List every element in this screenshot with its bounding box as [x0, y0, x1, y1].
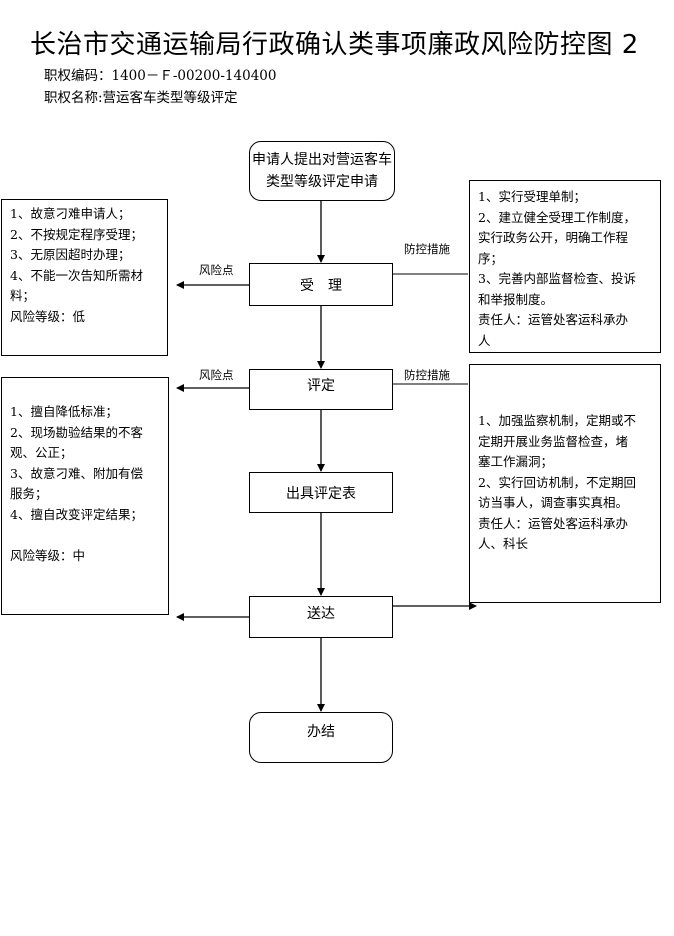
measure1-responsible: 人: [478, 332, 491, 348]
risk-panel-assess: 1、擅自降低标准； 2、现场勘验结果的不客 观、公正； 3、故意刁难、附加有偿 …: [1, 377, 169, 615]
risk2-line: 4、擅自改变评定结果；: [10, 506, 143, 522]
measure2-line: 塞工作漏洞；: [478, 454, 554, 469]
risk2-line: 观、公正；: [10, 445, 73, 460]
node-finish: 办结: [249, 712, 393, 763]
measure1-line: 序；: [478, 250, 504, 266]
node-application-line2: 类型等级评定申请: [266, 174, 378, 190]
node-assess: 评定: [249, 369, 393, 410]
risk-panel-accept: 1、故意刁难申请人； 2、不按规定程序受理； 3、无原因超时办理； 4、不能一次…: [1, 199, 168, 356]
risk2-line: 服务；: [10, 486, 48, 501]
authority-name: 职权名称:营运客车类型等级评定: [44, 90, 238, 106]
risk1-level: 风险等级：低: [10, 308, 86, 324]
node-assess-label: 评定: [307, 378, 335, 394]
node-deliver-label: 送达: [307, 606, 335, 622]
measure1-line: 2、建立健全受理工作制度，: [478, 209, 636, 225]
measure2-line: 定期开展业务监督检查，堵: [478, 433, 629, 449]
page-title: 长治市交通运输局行政确认类事项廉政风险防控图 2: [30, 30, 639, 60]
risk2-line: 2、现场勘验结果的不客: [10, 424, 143, 440]
node-accept-label: 受 理: [300, 277, 342, 294]
node-application: 申请人提出对营运客车 类型等级评定申请: [249, 141, 395, 201]
risk1-line: 1、故意刁难申请人；: [10, 206, 131, 221]
measure2-responsible: 人、科长: [478, 536, 529, 551]
measure1-responsible: 责任人：运管处客运科承办: [478, 312, 629, 327]
node-application-line1: 申请人提出对营运客车: [252, 152, 392, 168]
measure1-line: 实行政务公开，明确工作程: [478, 230, 629, 245]
measure-panel-assess: 1、加强监察机制，定期或不 定期开展业务监督检查，堵 塞工作漏洞； 2、实行回访…: [469, 364, 661, 603]
risk2-level: 风险等级：中: [10, 547, 86, 563]
risk2-line: 3、故意刁难、附加有偿: [10, 465, 143, 481]
risk2-spacer: [10, 525, 160, 546]
node-issue-form-label: 出具评定表: [286, 485, 356, 502]
node-deliver: 送达: [249, 596, 393, 638]
measure1-line: 和举报制度。: [478, 291, 554, 307]
node-issue-form: 出具评定表: [249, 472, 393, 513]
risk1-line: 2、不按规定程序受理；: [10, 226, 143, 242]
risk1-line: 料；: [10, 288, 36, 303]
node-accept: 受 理: [249, 263, 393, 306]
authority-code: 职权编码：1400－Ｆ-00200-140400: [44, 68, 277, 84]
measure-label-1: 防控措施: [404, 242, 450, 256]
measure1-line: 3、完善内部监督检查、投诉: [478, 271, 636, 286]
measure2-line: 访当事人，调查事实真相。: [478, 495, 629, 510]
measure-label-2: 防控措施: [404, 368, 450, 382]
risk2-line: 1、擅自降低标准；: [10, 404, 118, 419]
risk-point-label-1: 风险点: [199, 263, 234, 277]
measure2-line: 1、加强监察机制，定期或不: [478, 413, 636, 428]
risk1-line: 3、无原因超时办理；: [10, 247, 131, 262]
measure1-line: 1、实行受理单制；: [478, 189, 586, 204]
risk1-line: 4、不能一次告知所需材: [10, 267, 143, 283]
risk-point-label-2: 风险点: [199, 368, 234, 382]
measure-panel-accept: 1、实行受理单制； 2、建立健全受理工作制度， 实行政务公开，明确工作程 序； …: [469, 180, 661, 353]
measure2-line: 2、实行回访机制，不定期回: [478, 474, 636, 490]
node-finish-label: 办结: [307, 724, 335, 740]
measure2-responsible: 责任人：运管处客运科承办: [478, 515, 629, 531]
